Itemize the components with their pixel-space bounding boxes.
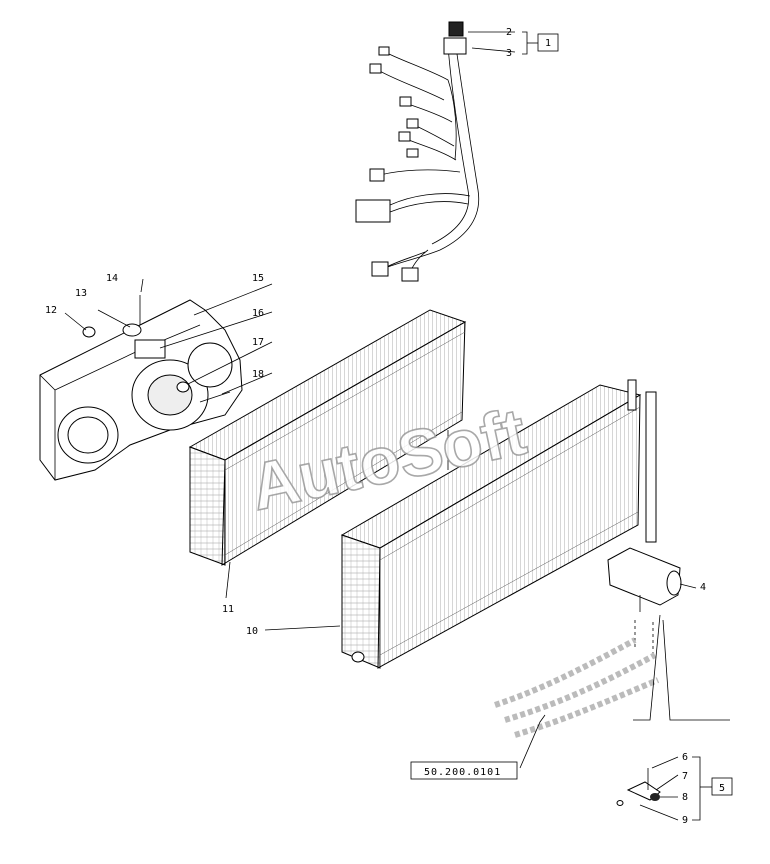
wiring-harness <box>355 21 480 282</box>
expansion-valve <box>607 547 682 655</box>
callout-17: 17 <box>252 337 264 348</box>
callout-7: 7 <box>682 771 688 782</box>
evaporator-core-lower <box>340 379 657 669</box>
leader-lines <box>64 31 730 821</box>
callout-4: 4 <box>700 582 706 593</box>
ref-box-5 <box>711 777 733 796</box>
callout-10: 10 <box>246 626 258 637</box>
callout-16: 16 <box>252 308 264 319</box>
callout-8: 8 <box>682 792 688 803</box>
ref-box-1 <box>537 33 559 52</box>
callout-2: 2 <box>506 27 512 38</box>
callout-1: 1 <box>545 38 551 49</box>
blower-housing <box>39 295 243 481</box>
clamp-detail <box>616 768 661 806</box>
refrigerant-hoses <box>494 637 660 738</box>
callout-12: 12 <box>45 305 57 316</box>
callout-18: 18 <box>252 369 264 380</box>
callout-6: 6 <box>682 752 688 763</box>
callout-3: 3 <box>506 48 512 59</box>
callout-11: 11 <box>222 604 234 615</box>
callout-5: 5 <box>719 783 725 794</box>
callout-9: 9 <box>682 815 688 826</box>
section-reference: 50.200.0101 <box>424 767 501 778</box>
ref-box-section <box>410 761 518 780</box>
evaporator-core-upper <box>188 309 467 566</box>
callout-15: 15 <box>252 273 264 284</box>
callout-14: 14 <box>106 273 118 284</box>
callout-13: 13 <box>75 288 87 299</box>
